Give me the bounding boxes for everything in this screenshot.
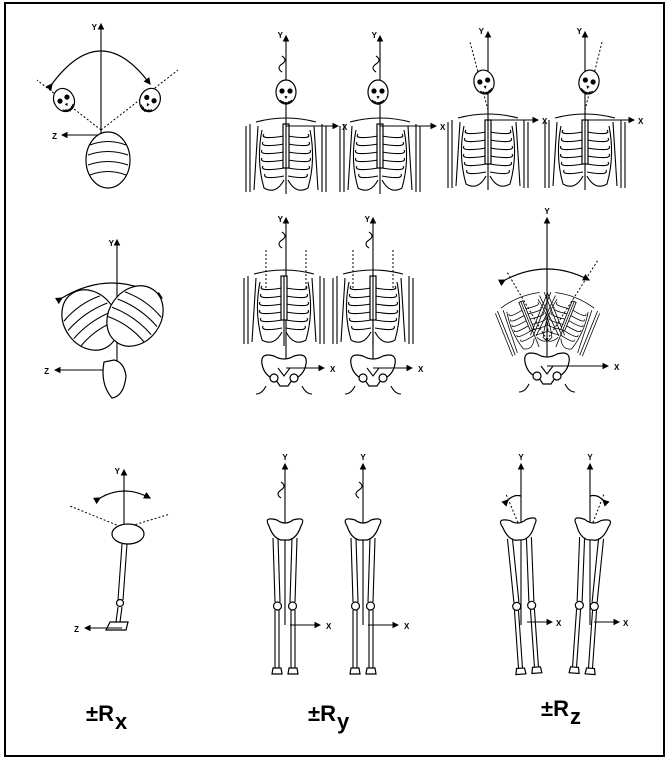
svg-text:Y: Y [587, 453, 593, 462]
svg-text:Y: Y [365, 215, 371, 224]
svg-text:X: X [326, 622, 332, 631]
rz-head-figure: Y X Y X [448, 27, 644, 190]
svg-text:Y: Y [282, 453, 288, 462]
rz-trunk-figure: Y X [493, 207, 620, 392]
caption-sign: ± [308, 701, 320, 726]
svg-text:Y: Y [109, 239, 115, 248]
svg-text:X: X [342, 123, 348, 132]
svg-text:Y: Y [360, 453, 366, 462]
svg-text:X: X [330, 365, 336, 374]
caption-letter: R [553, 696, 569, 721]
svg-text:Y: Y [372, 31, 378, 40]
caption-rz: ±Rz [541, 698, 581, 720]
svg-text:X: X [440, 123, 446, 132]
rx-trunk-figure: Y Z [44, 239, 175, 398]
svg-text:Y: Y [577, 27, 583, 36]
caption-sign: ± [541, 696, 553, 721]
svg-text:Y: Y [479, 27, 485, 36]
ry-legs-figure: Y X Y X [267, 453, 410, 674]
caption-sign: ± [86, 701, 98, 726]
svg-text:Z: Z [52, 132, 57, 141]
svg-text:X: X [614, 363, 620, 372]
caption-letter: R [98, 701, 114, 726]
svg-text:X: X [623, 619, 629, 628]
caption-subscript: x [115, 709, 127, 734]
svg-text:Z: Z [74, 625, 79, 634]
svg-text:X: X [404, 622, 410, 631]
svg-text:X: X [638, 117, 644, 126]
rz-legs-figure: Y X Y X [500, 453, 629, 675]
caption-subscript: y [337, 709, 349, 734]
ry-trunk-figure: Y X Y X [244, 215, 424, 394]
caption-subscript: z [570, 704, 581, 729]
caption-ry: ±Ry [308, 703, 349, 725]
svg-text:Y: Y [544, 207, 550, 216]
svg-text:Y: Y [115, 467, 121, 476]
svg-text:Y: Y [518, 453, 524, 462]
rx-head-figure: Y Z [37, 23, 178, 188]
rx-legs-figure: Y Z [70, 467, 170, 634]
svg-text:Z: Z [44, 367, 49, 376]
svg-text:X: X [556, 619, 562, 628]
caption-rx: ±Rx [86, 703, 127, 725]
svg-text:X: X [418, 365, 424, 374]
caption-letter: R [320, 701, 336, 726]
svg-text:Y: Y [278, 215, 284, 224]
svg-text:Y: Y [92, 23, 98, 32]
ry-head-figure: Y X Y X [246, 31, 446, 194]
svg-text:Y: Y [278, 31, 284, 40]
